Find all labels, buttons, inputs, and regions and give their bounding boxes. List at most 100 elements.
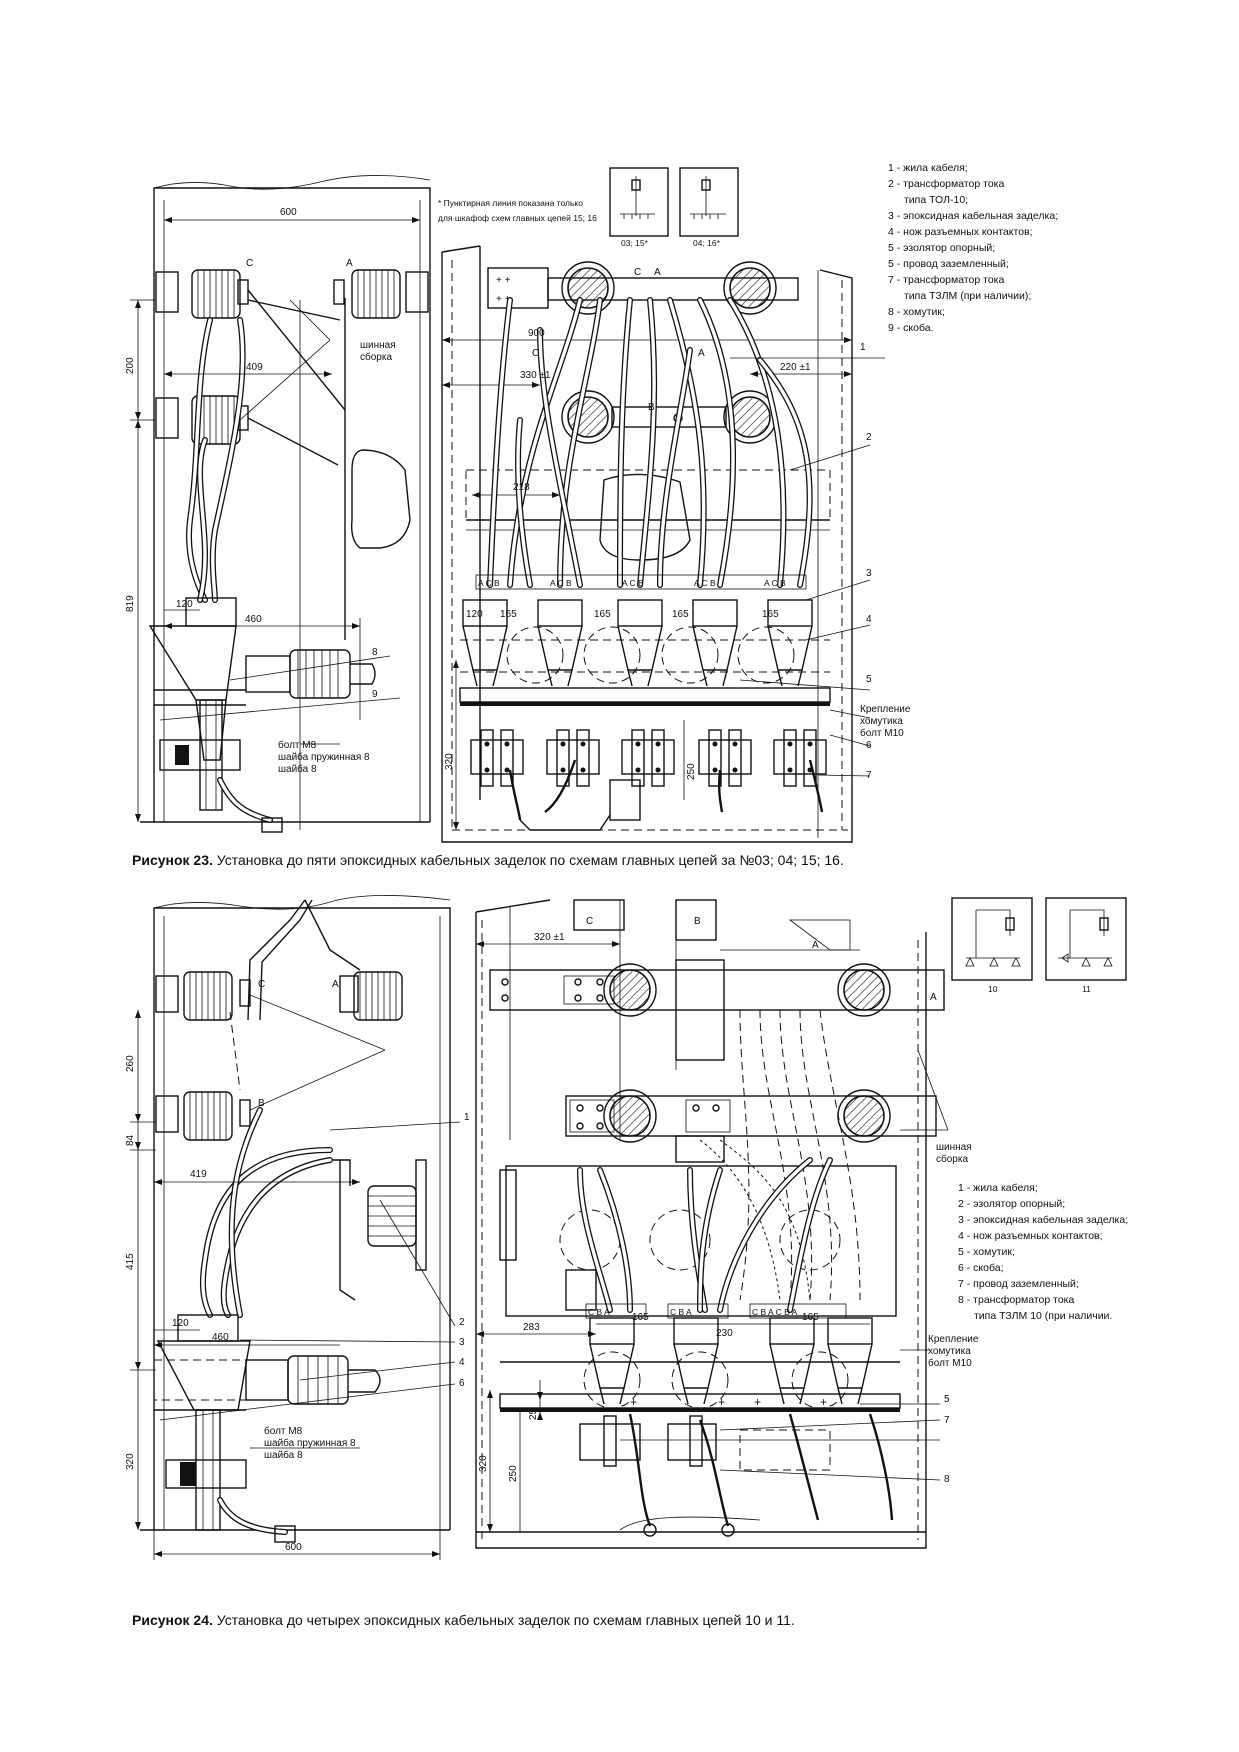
fig24-phase-b: B (258, 1098, 265, 1109)
fig24-front-a: A (812, 940, 819, 951)
bus-label: шинная (360, 340, 396, 351)
callout-4: 4 (866, 614, 872, 625)
callout-6: 6 (866, 740, 872, 751)
clamp-label-1: Крепление (860, 704, 911, 715)
dim-330: 330 ±1 (520, 370, 551, 381)
legend-item: 5 - хомутик; (958, 1246, 1015, 1258)
callout-9: 9 (372, 689, 378, 700)
dim-409: 409 (246, 362, 263, 373)
dim-250-front24: 250 (508, 1465, 519, 1482)
callout-7: 7 (866, 770, 872, 781)
dim-230: 230 (716, 1328, 733, 1339)
callout-3: 3 (866, 568, 872, 579)
svg-text:+: + (718, 1395, 725, 1409)
dim-600-side: 600 (285, 1542, 302, 1553)
front-phase-a: A (654, 267, 661, 278)
svg-text:+ +: + + (496, 275, 511, 286)
fig24-callout-8: 8 (944, 1474, 950, 1485)
legend-item: 7 - провод заземленный; (958, 1278, 1079, 1290)
legend-item: 8 - хомутик; (888, 306, 945, 318)
dim-600: 600 (280, 207, 297, 218)
legend-item: 3 - эпоксидная кабельная заделка; (888, 210, 1059, 222)
dim-460: 460 (245, 614, 262, 625)
legend-item: 8 - трансформатор тока (958, 1294, 1075, 1306)
dim-320: 320 (444, 753, 455, 770)
fig24-scheme-boxes: 10 11 (951, 897, 1127, 994)
callout-1: 1 (860, 342, 866, 353)
scheme-11: 11 (1082, 984, 1091, 994)
fig23-caption-text: Установка до пяти эпоксидных кабельных з… (212, 852, 844, 868)
legend-item: 6 - скоба; (958, 1262, 1004, 1274)
legend-item: 1 - жила кабеля; (958, 1182, 1038, 1194)
dim-320-front24: 320 (478, 1455, 489, 1472)
front-phase-a-2: A (698, 348, 705, 359)
legend-item: 5 - провод заземленный; (888, 258, 1009, 270)
fig24-bolt: болт М8 (264, 1425, 303, 1437)
fig24-side-text: C A B 260 84 415 320 419 120 460 600 бол… (125, 979, 470, 1553)
svg-text:A C B: A C B (764, 578, 786, 588)
dim-200: 200 (125, 357, 136, 374)
fig24-caption: Рисунок 24. Установка до четырех эпоксид… (132, 1612, 795, 1628)
fig23-caption: Рисунок 23. Установка до пяти эпоксидных… (132, 852, 844, 868)
callout-5: 5 (866, 674, 872, 685)
clamp-label-2: хомутика (860, 716, 903, 727)
fig24-bus-label-2: сборка (936, 1153, 968, 1165)
svg-text:A C B: A C B (622, 578, 644, 588)
fig24-front-b: B (694, 916, 701, 927)
dim-165-24b: 165 (802, 1312, 819, 1323)
dim-819: 819 (125, 595, 136, 612)
washer-label-1: шайба пружинная 8 (278, 751, 370, 763)
svg-text:+ +: + + (496, 294, 511, 305)
svg-text:A C B: A C B (694, 578, 716, 588)
svg-text:A C B: A C B (478, 578, 500, 588)
legend-item: 5 - эзолятор опорный; (888, 242, 996, 254)
fig24-clamp-1: Крепление (928, 1334, 979, 1345)
dim-120-side: 120 (172, 1318, 189, 1329)
dim-165-d: 165 (762, 609, 779, 620)
dim-320-side: 320 (125, 1453, 136, 1470)
dim-460-side: 460 (212, 1332, 229, 1343)
front-phase-c-2: C (532, 348, 539, 359)
legend-item: 4 - нож разъемных контактов; (958, 1230, 1103, 1242)
fig24-clamp-3: болт М10 (928, 1357, 972, 1369)
svg-text:+: + (754, 1395, 761, 1409)
fig23-scheme-boxes: 03; 15* 04; 16* (609, 167, 739, 248)
phase-a-label: A (346, 258, 353, 269)
fig23-caption-label: Рисунок 23. (132, 852, 213, 868)
fig24-callout-2: 2 (459, 1317, 465, 1328)
fig24-side-view (130, 895, 461, 1560)
fig23-front-text: C A 900 C 330 ±1 220 ±1 A B 218 A C B A … (438, 198, 911, 781)
callout-2: 2 (866, 432, 872, 443)
bus-label-2: сборка (360, 351, 392, 363)
fig24-front-text: C B A A 320 ±1 шинная сборка C B A C B A… (478, 916, 979, 1485)
dim-120: 120 (176, 599, 193, 610)
legend-item: 9 - скоба. (888, 322, 934, 334)
dim-84: 84 (125, 1134, 136, 1146)
dim-120-front: 120 (466, 609, 483, 620)
legend-item: 1 - жила кабеля; (888, 162, 968, 174)
fig24-callout-7: 7 (944, 1415, 950, 1426)
front-phase-b: B (648, 402, 655, 413)
dim-260: 260 (125, 1055, 136, 1072)
fig24-washer-1: шайба пружинная 8 (264, 1437, 356, 1449)
scheme-10: 10 (988, 984, 998, 994)
legend-item: типа ТОЛ-10; (904, 194, 969, 206)
front-phase-c: C (634, 267, 641, 278)
dim-900: 900 (528, 328, 545, 339)
dim-415: 415 (125, 1253, 136, 1270)
fig24-front-a2: A (930, 992, 937, 1003)
fig24-front-view: ++ ++ (475, 899, 949, 1549)
fig24-clamp-2: хомутика (928, 1346, 971, 1357)
dim-165-b: 165 (594, 609, 611, 620)
legend-item: 2 - трансформатор тока (888, 178, 1005, 190)
fig24-callout-5: 5 (944, 1394, 950, 1405)
fig23-legend: 1 - жила кабеля; 2 - трансформатор тока … (888, 160, 1058, 336)
fig24-callout-1: 1 (464, 1112, 470, 1123)
legend-item: 2 - эзолятор опорный; (958, 1198, 1066, 1210)
svg-text:C B A C B A: C B A C B A (752, 1307, 798, 1317)
dim-419: 419 (190, 1169, 207, 1180)
fig24-callout-3: 3 (459, 1337, 465, 1348)
fig23-side-text: 600 C A шинная сборка 409 200 819 120 46… (125, 207, 396, 775)
fig24-front-c: C (586, 916, 593, 927)
